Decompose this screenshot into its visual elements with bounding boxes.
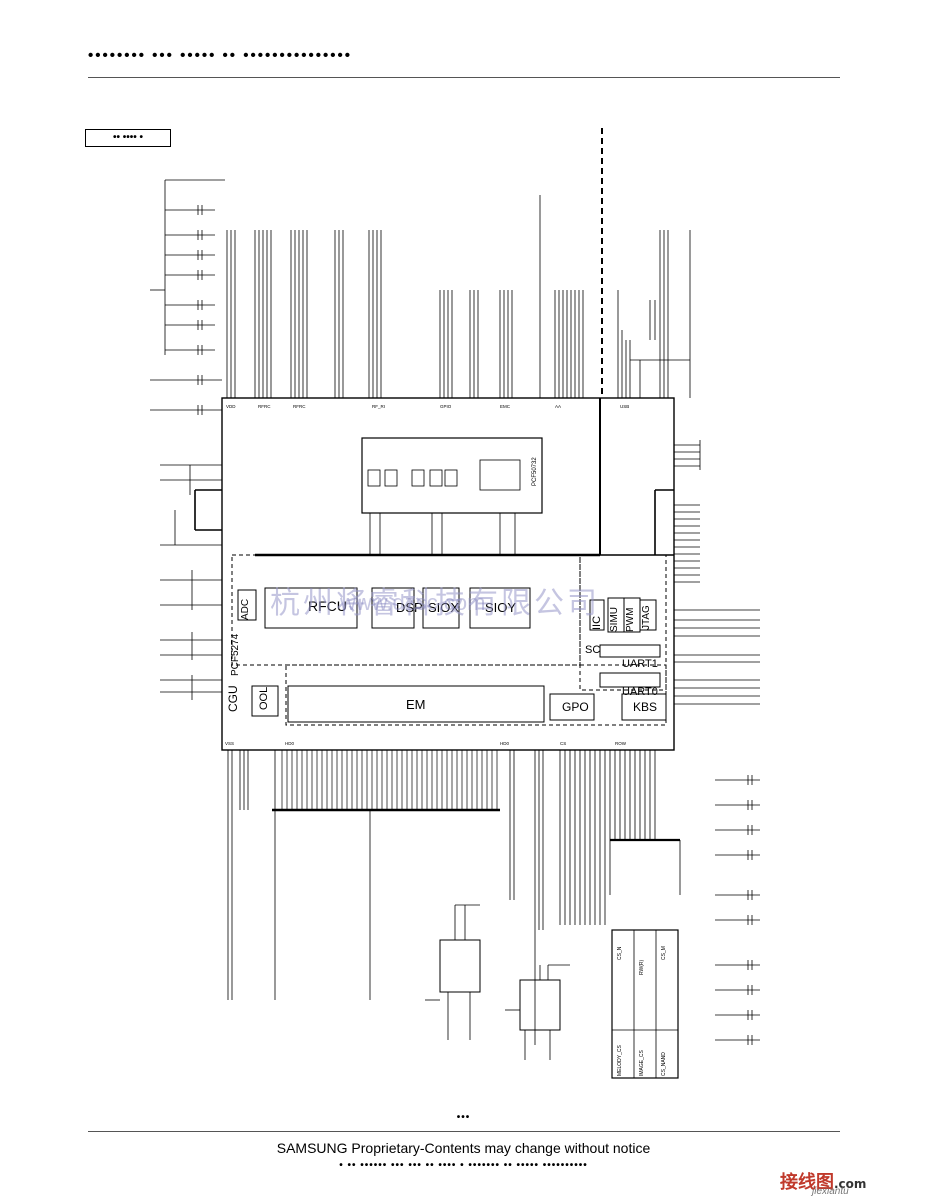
sioy-box <box>469 587 531 629</box>
em-box <box>287 685 545 723</box>
rfcu-box <box>264 587 358 629</box>
uart0-box <box>599 672 661 688</box>
svg-text:VSS: VSS <box>225 741 234 746</box>
svg-text:HD0: HD0 <box>285 741 294 746</box>
footer-dots-bottom: • •• •••••• ••• ••• •• •••• • ••••••• ••… <box>339 1160 588 1171</box>
table-row-melody: MELODY_CS <box>617 1045 623 1076</box>
kbs-box <box>621 693 667 721</box>
ool-box <box>251 685 279 717</box>
svg-text:CS: CS <box>560 741 566 746</box>
rfcu-label: RFCU <box>308 598 347 614</box>
site-logo: 接线图.com <box>780 1168 866 1194</box>
dsp-box <box>371 587 415 629</box>
svg-text:RFRC: RFRC <box>293 404 306 409</box>
site-url: jiexiantu <box>812 1186 849 1197</box>
footer-text: SAMSUNG Proprietary-Contents may change … <box>276 1140 651 1156</box>
svg-text:AA: AA <box>555 404 561 409</box>
svg-text:RFRC: RFRC <box>258 404 271 409</box>
cgu-label: CGU <box>226 685 240 712</box>
svg-text:HD0: HD0 <box>500 741 509 746</box>
ic-u502 <box>519 979 561 1031</box>
pcf-left-label: PCF5274 <box>230 633 241 676</box>
simu-label: SIMU <box>609 607 620 632</box>
site-logo-suffix: .com <box>834 1177 867 1191</box>
gpo-label: GPO <box>562 700 589 714</box>
footer-dots-top: ••• <box>456 1112 471 1123</box>
table-row-nand: CS_NAND <box>661 1052 667 1076</box>
adc-box <box>237 589 257 621</box>
svg-text:EMC: EMC <box>500 404 511 409</box>
sc-label: SC <box>585 644 601 656</box>
pwm-label: PWM <box>625 607 636 632</box>
ic-u501 <box>439 939 481 993</box>
gpo-box <box>549 693 595 721</box>
footer-rule <box>88 1131 840 1132</box>
header-dots: •••••••• ••• ••••• •• ••••••••••••••• <box>88 47 352 64</box>
ool-label: OOL <box>258 686 270 710</box>
em-label: EM <box>406 697 426 712</box>
kbs-label: KBS <box>633 700 658 714</box>
table-col-cs-m: CS_M <box>661 946 667 960</box>
watermark-url: www.dzsc.com <box>340 590 486 615</box>
dsp-label: DSP <box>396 600 423 615</box>
uart1-label: UART1 <box>622 658 658 670</box>
adc-label: ADC <box>240 598 251 620</box>
iic-box <box>589 599 605 631</box>
sc-box <box>599 644 661 658</box>
jtag-label: JTAG <box>641 605 652 630</box>
site-logo-text: 接线图 <box>780 1172 834 1193</box>
pcf-inner-box <box>361 437 543 514</box>
jtag-box <box>639 599 657 631</box>
svg-text:VDD: VDD <box>226 404 236 409</box>
watermark-cn: 杭州将睿科技有限公司 <box>270 586 600 621</box>
siox-box <box>422 587 460 629</box>
svg-text:RF_RI: RF_RI <box>372 404 385 409</box>
svg-text:ROW: ROW <box>615 741 627 746</box>
uart0-label: UART0 <box>622 686 658 698</box>
chip-outline <box>221 397 675 751</box>
cs-truth-table <box>611 929 679 1079</box>
table-col-cs-n: CS_N <box>617 946 623 960</box>
svg-text:USB: USB <box>620 404 629 409</box>
siox-label: SIOX <box>428 600 460 615</box>
table-col-rw: RW(R) <box>639 959 645 975</box>
svg-text:GPIO: GPIO <box>440 404 452 409</box>
pcf-inner-label: PCF50732 <box>532 457 538 486</box>
sioy-label: SIOY <box>485 600 517 615</box>
section-tag: •• •••• • <box>85 129 171 147</box>
table-row-image: IMAGE_CS <box>639 1050 645 1076</box>
mem-region <box>285 664 667 726</box>
header-rule <box>88 77 840 78</box>
